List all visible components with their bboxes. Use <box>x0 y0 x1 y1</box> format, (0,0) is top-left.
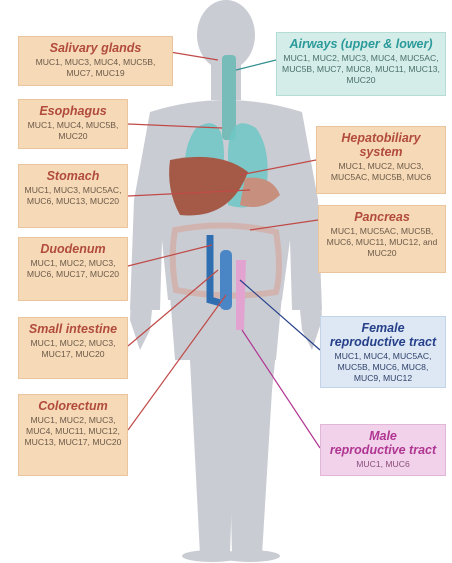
hepatobiliary-label: Hepatobiliary system MUC1, MUC2, MUC3, M… <box>316 126 446 194</box>
esophagus-genes: MUC1, MUC4, MUC5B, MUC20 <box>19 118 127 142</box>
male-genes: MUC1, MUC6 <box>321 457 445 470</box>
small-intestine-genes: MUC1, MUC2, MUC3, MUC17, MUC20 <box>19 336 127 360</box>
trachea <box>222 55 236 140</box>
hepatobiliary-title-line2: system <box>317 145 445 159</box>
colorectum-genes: MUC1, MUC2, MUC3, MUC4, MUC11, MUC12, MU… <box>19 413 127 448</box>
male-reproductive-tract-label: Male reproductive tract MUC1, MUC6 <box>320 424 446 476</box>
pancreas-title: Pancreas <box>319 210 445 224</box>
male-title-line1: Male <box>321 429 445 443</box>
duodenum-genes: MUC1, MUC2, MUC3, MUC6, MUC17, MUC20 <box>19 256 127 280</box>
duodenum-title: Duodenum <box>19 242 127 256</box>
colorectum-label: Colorectum MUC1, MUC2, MUC3, MUC4, MUC11… <box>18 394 128 476</box>
airways-title: Airways (upper & lower) <box>277 37 445 51</box>
duodenum-label: Duodenum MUC1, MUC2, MUC3, MUC6, MUC17, … <box>18 237 128 301</box>
salivary-glands-label: Salivary glands MUC1, MUC3, MUC4, MUC5B,… <box>18 36 173 86</box>
female-title-line2: reproductive tract <box>321 335 445 349</box>
male-title-line2: reproductive tract <box>321 443 445 457</box>
esophagus-title: Esophagus <box>19 104 127 118</box>
airways-genes: MUC1, MUC2, MUC3, MUC4, MUC5AC, MUC5B, M… <box>277 51 445 86</box>
stomach-title: Stomach <box>19 169 127 183</box>
esophagus-label: Esophagus MUC1, MUC4, MUC5B, MUC20 <box>18 99 128 149</box>
hepatobiliary-title-line1: Hepatobiliary <box>317 131 445 145</box>
pancreas-label: Pancreas MUC1, MUC5AC, MUC5B, MUC6, MUC1… <box>318 205 446 273</box>
small-intestine-label: Small intestine MUC1, MUC2, MUC3, MUC17,… <box>18 317 128 379</box>
female-genes: MUC1, MUC4, MUC5AC, MUC5B, MUC6, MUC8, M… <box>321 349 445 384</box>
female-reproductive-tract-label: Female reproductive tract MUC1, MUC4, MU… <box>320 316 446 388</box>
colorectum-title: Colorectum <box>19 399 127 413</box>
female-title-line1: Female <box>321 321 445 335</box>
stomach-genes: MUC1, MUC3, MUC5AC, MUC6, MUC13, MUC20 <box>19 183 127 207</box>
airways-label: Airways (upper & lower) MUC1, MUC2, MUC3… <box>276 32 446 96</box>
small-intestine-title: Small intestine <box>19 322 127 336</box>
hepatobiliary-genes: MUC1, MUC2, MUC3, MUC5AC, MUC5B, MUC6 <box>317 159 445 183</box>
salivary-glands-genes: MUC1, MUC3, MUC4, MUC5B, MUC7, MUC19 <box>19 55 172 79</box>
stomach-label: Stomach MUC1, MUC3, MUC5AC, MUC6, MUC13,… <box>18 164 128 228</box>
right-leg <box>226 295 282 555</box>
right-foot <box>220 550 280 562</box>
salivary-glands-title: Salivary glands <box>19 41 172 55</box>
pancreas-genes: MUC1, MUC5AC, MUC5B, MUC6, MUC11, MUC12,… <box>319 224 445 259</box>
